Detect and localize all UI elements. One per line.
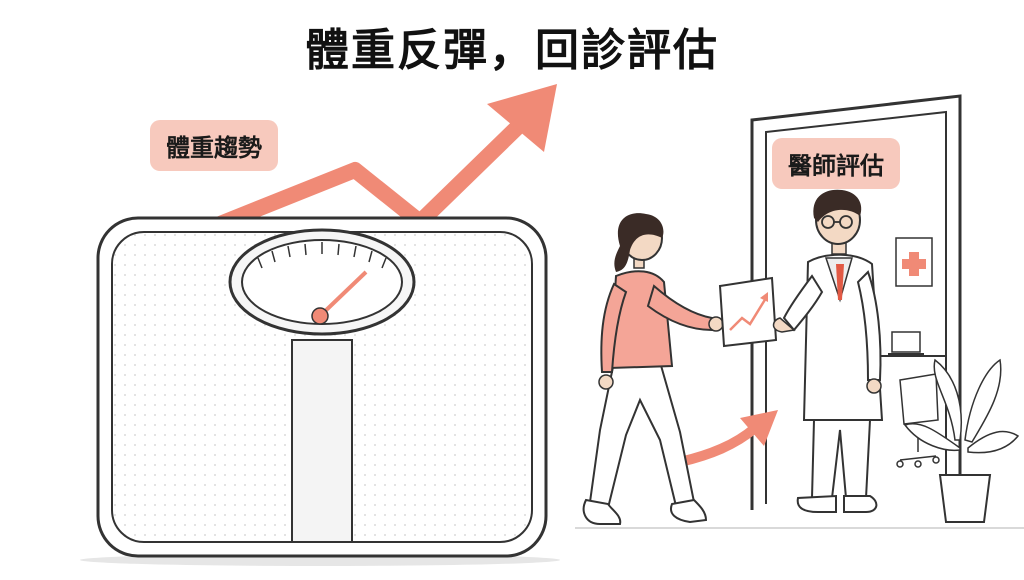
doctor-assessment-label: 醫師評估 <box>772 138 900 189</box>
doctor-figure <box>772 189 884 513</box>
office-chair-icon <box>896 373 940 468</box>
potted-plant-icon <box>903 358 1020 523</box>
chart-paper <box>718 276 778 348</box>
weight-trend-label: 體重趨勢 <box>150 120 278 171</box>
bathroom-scale-icon <box>96 216 548 558</box>
rising-arrow-icon <box>675 410 778 467</box>
rising-arrow-icon <box>197 84 557 240</box>
laptop-icon <box>888 331 924 355</box>
patient-figure <box>582 213 724 525</box>
medical-cross-icon <box>902 252 926 276</box>
page-title: 體重反彈，回診評估 <box>305 25 719 76</box>
